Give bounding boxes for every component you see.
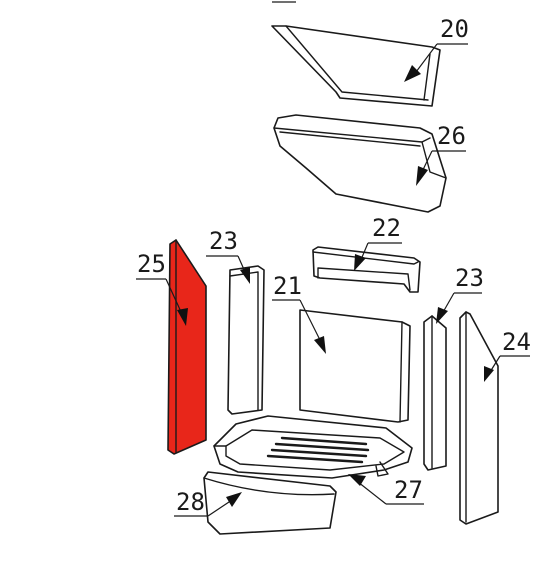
callout-21: 21 <box>273 272 302 300</box>
arrow-25 <box>177 308 188 326</box>
callout-25: 25 <box>137 250 166 278</box>
callout-26: 26 <box>437 122 466 150</box>
part-25-fill <box>167 239 207 455</box>
part-23-left-side-brick[interactable] <box>227 265 265 415</box>
grate-bars <box>266 436 370 464</box>
arrow-22 <box>354 254 366 271</box>
callout-28: 28 <box>176 488 205 516</box>
part-23-right-side-brick[interactable] <box>423 315 447 471</box>
callout-23-left: 23 <box>209 227 238 255</box>
part-26-deflector[interactable] <box>273 114 447 213</box>
arrow-20 <box>404 65 421 82</box>
part-24-side-plate[interactable] <box>459 311 499 525</box>
part-21-back-wall[interactable] <box>299 309 411 423</box>
part-28-front-strip[interactable] <box>203 471 337 535</box>
callout-24: 24 <box>502 328 531 356</box>
arrow-24 <box>484 366 494 382</box>
arrow-28 <box>226 492 242 507</box>
part-20-baffle[interactable] <box>271 25 441 107</box>
part-25-side-plate[interactable] <box>167 239 207 455</box>
callout-23-right: 23 <box>455 264 484 292</box>
arrow-21 <box>314 336 326 354</box>
arrow-23-left <box>240 267 250 284</box>
callout-20: 20 <box>440 15 469 43</box>
callout-22: 22 <box>372 214 401 242</box>
arrow-26 <box>416 166 428 186</box>
part-27-base-tray[interactable] <box>213 415 413 479</box>
callout-27: 27 <box>394 476 423 504</box>
part-22-top-brick[interactable] <box>312 246 421 293</box>
arrow-27 <box>348 474 366 486</box>
arrow-23-right <box>436 307 448 324</box>
